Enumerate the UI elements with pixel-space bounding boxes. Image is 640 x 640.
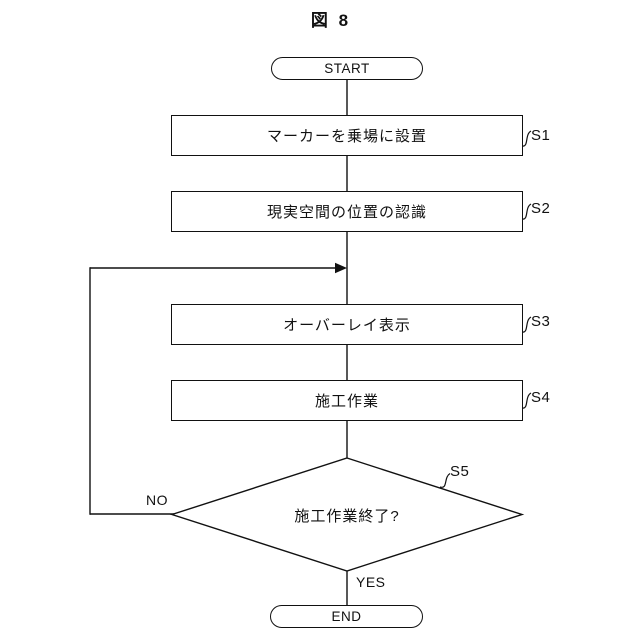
step-label-s2: S2 — [531, 200, 551, 217]
step-label-s3: S3 — [531, 313, 551, 330]
end-terminal: END — [270, 605, 423, 628]
process-box-s2: 現実空間の位置の認識 — [171, 191, 523, 232]
start-terminal: START — [271, 57, 423, 80]
step-label-s4: S4 — [531, 389, 551, 406]
leader-s1 — [521, 130, 532, 147]
branch-label-no: NO — [146, 492, 168, 508]
step-label-s5: S5 — [450, 463, 470, 480]
leader-s3 — [521, 316, 532, 333]
process-box-s3: オーバーレイ表示 — [171, 304, 523, 345]
step-label-s1: S1 — [531, 127, 551, 144]
merge-arrowhead — [335, 262, 347, 274]
decision-label: 施工作業終了? — [294, 508, 400, 525]
process-box-s1: マーカーを乗場に設置 — [171, 115, 523, 156]
leader-s2 — [521, 203, 532, 220]
branch-label-yes: YES — [356, 574, 386, 590]
leader-s4 — [521, 392, 532, 409]
figure-title: 図 8 — [310, 11, 352, 30]
leader-s5 — [439, 472, 451, 488]
decision-diamond-shape — [169, 457, 525, 572]
process-box-s4: 施工作業 — [171, 380, 523, 421]
